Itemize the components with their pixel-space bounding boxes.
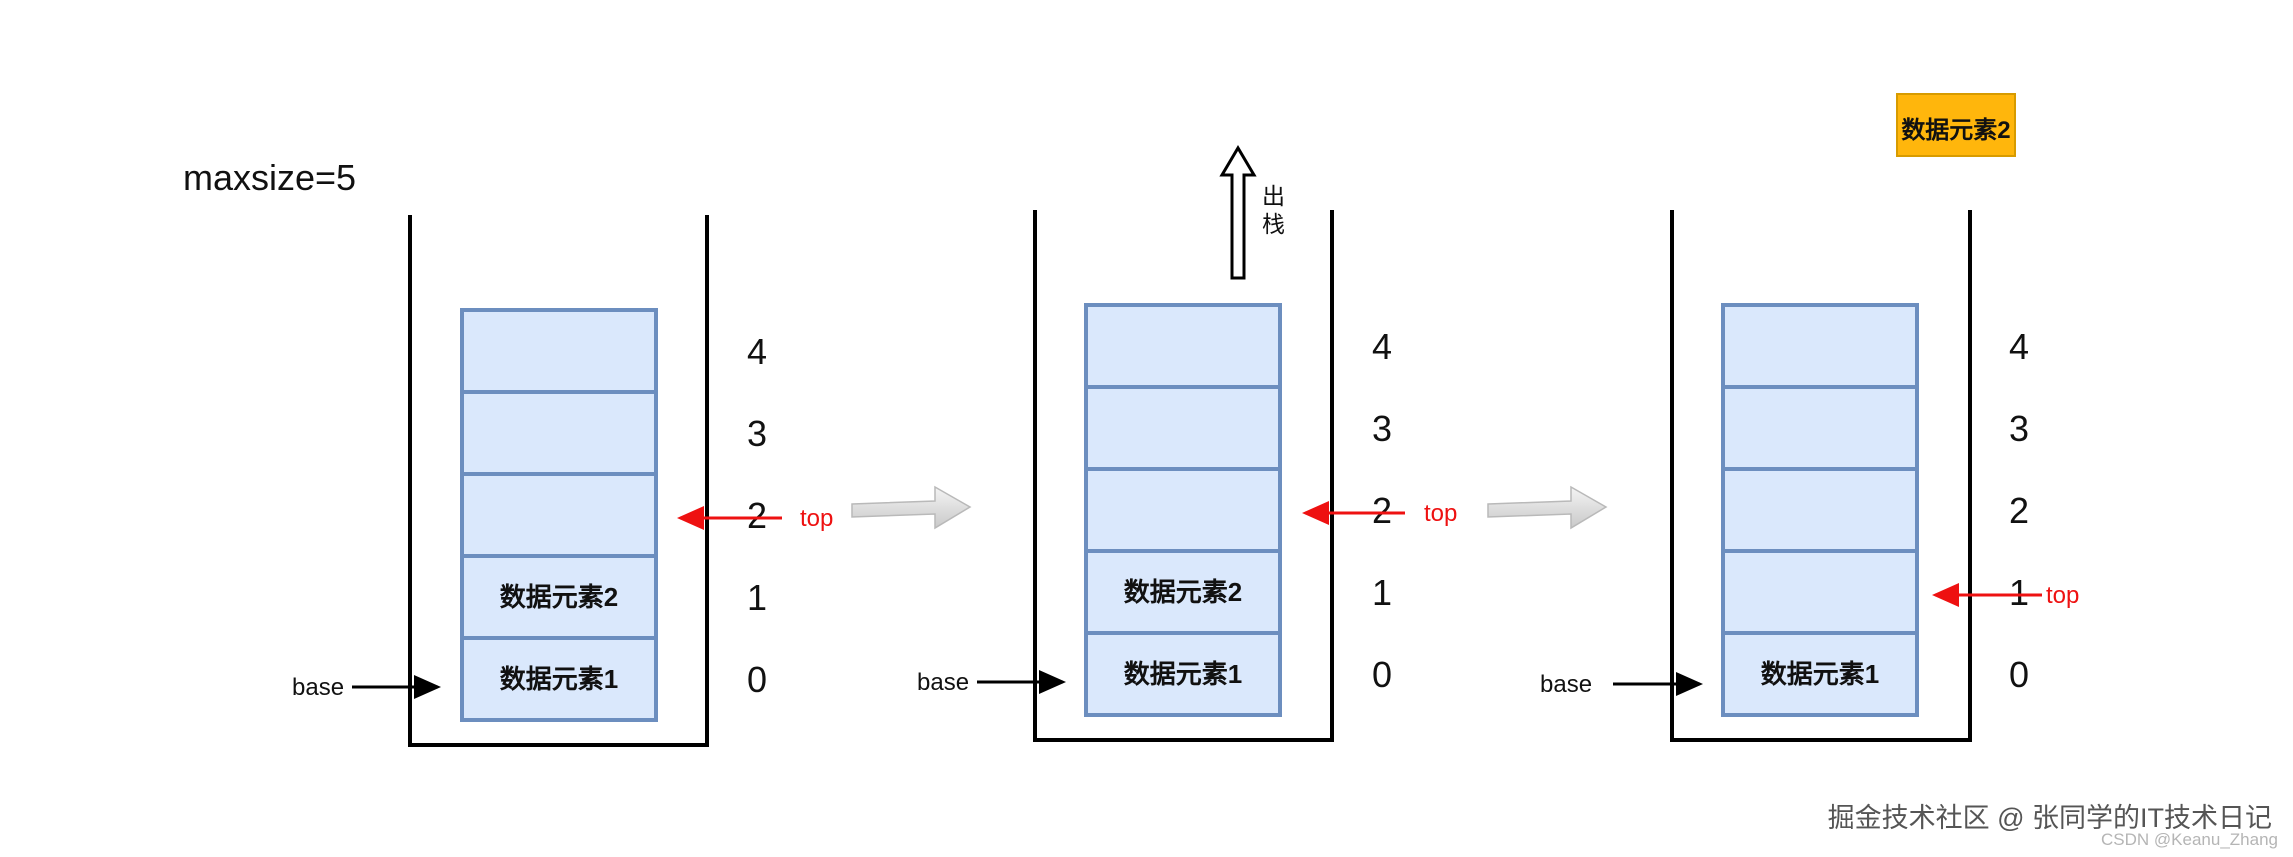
- top-label: top: [1424, 500, 1457, 527]
- stack-cell: [1721, 549, 1919, 635]
- popped-element-box: [1896, 93, 2016, 157]
- index-label: 0: [2009, 654, 2029, 695]
- step-arrow-2: [1487, 485, 1608, 530]
- stack-container: [1033, 210, 1334, 742]
- index-label: 4: [1372, 326, 1392, 367]
- base-label: base: [917, 669, 969, 696]
- pop-label-char-1: 出: [1262, 183, 1285, 209]
- index-label: 1: [747, 577, 767, 618]
- stack-cell-label: 数据元素2: [1124, 577, 1242, 607]
- base-label: base: [292, 674, 344, 701]
- stack-cell: [1721, 631, 1919, 717]
- base-label: base: [1540, 671, 1592, 698]
- stack-cell: [1084, 385, 1282, 471]
- index-label: 0: [747, 659, 767, 700]
- csdn-watermark-text: CSDN @Keanu_Zhang: [2101, 830, 2278, 849]
- stack-cell: [1721, 303, 1919, 389]
- stack-cell-label: 数据元素1: [1124, 659, 1242, 689]
- stack-cell: [1084, 303, 1282, 389]
- stack-cell: [1084, 467, 1282, 553]
- popped-element-label: 数据元素2: [1901, 117, 2010, 144]
- index-label: 2: [2009, 490, 2029, 531]
- stack-cell: [1721, 385, 1919, 471]
- index-label: 2: [747, 495, 767, 536]
- stack-2: 数据元素1 0 数据元素2 1 2 3 4 base top: [917, 210, 1457, 742]
- top-label: top: [800, 505, 833, 532]
- index-label: 3: [747, 413, 767, 454]
- stack-cell-label: 数据元素2: [500, 582, 618, 612]
- pop-arrow-icon: [1219, 145, 1257, 280]
- stack-3: 数据元素1 0 1 2 3 4 base top: [1540, 210, 2079, 742]
- stacks-group: 数据元素1 0 数据元素2 1 2 3 4 base top 数据元素1 0 数据元素2 1 2 3 4 bas…: [292, 210, 2079, 747]
- stack-1: 数据元素1 0 数据元素2 1 2 3 4 base top: [292, 215, 833, 747]
- stack-cell-label: 数据元素1: [500, 664, 618, 694]
- index-label: 1: [2009, 572, 2029, 613]
- stack-container: [408, 215, 709, 747]
- stack-container: [1670, 210, 1972, 742]
- index-label: 1: [1372, 572, 1392, 613]
- stack-cell: [460, 390, 658, 476]
- maxsize-title: maxsize=5: [183, 157, 356, 198]
- stack-cell: [1721, 467, 1919, 553]
- stack-cell: [1084, 549, 1282, 635]
- stack-cell: [460, 554, 658, 640]
- watermark-text: 掘金技术社区 @ 张同学的IT技术日记: [1828, 803, 2272, 833]
- index-label: 4: [747, 331, 767, 372]
- stack-cell: [460, 472, 658, 558]
- stack-cell-label: 数据元素1: [1761, 659, 1879, 689]
- index-label: 4: [2009, 326, 2029, 367]
- top-label: top: [2046, 582, 2079, 609]
- index-label: 3: [2009, 408, 2029, 449]
- stack-cell: [460, 636, 658, 722]
- index-label: 3: [1372, 408, 1392, 449]
- step-arrow-1: [851, 485, 972, 530]
- pop-label-char-2: 栈: [1262, 211, 1285, 237]
- index-label: 0: [1372, 654, 1392, 695]
- stack-cell: [460, 308, 658, 394]
- index-label: 2: [1372, 490, 1392, 531]
